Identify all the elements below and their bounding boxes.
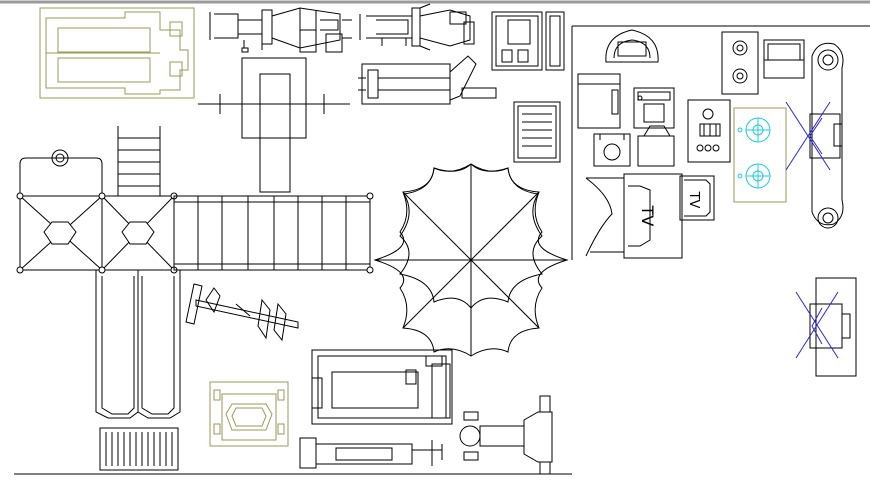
washing-machine <box>577 73 621 129</box>
patio-umbrella <box>373 163 569 357</box>
small-cabinet <box>637 125 675 167</box>
oven-unit <box>633 87 675 129</box>
rowing-machine <box>459 395 553 475</box>
stair-ladder <box>117 126 161 196</box>
tv-small-label: TV <box>686 191 701 209</box>
bench-press-machine <box>311 349 453 425</box>
treadmill-vertical <box>198 57 350 193</box>
cabinet-box-2 <box>545 11 565 71</box>
olive-bed-block <box>39 7 195 99</box>
leg-press-machine <box>299 437 443 469</box>
bridge-walkway <box>173 192 374 274</box>
rocking-horse <box>185 283 299 342</box>
play-platforms <box>16 192 178 274</box>
exercise-machine-top-1 <box>209 7 352 53</box>
sink-unit <box>763 39 805 79</box>
drain-grate <box>99 427 179 471</box>
bell-top <box>19 149 103 196</box>
olive-armchair <box>209 381 289 447</box>
wc-toilet <box>605 29 659 63</box>
tv-large-label: TV <box>638 205 657 227</box>
exercise-machine-top-2 <box>359 3 475 51</box>
cabinet-box-1 <box>491 11 543 71</box>
speaker-box-right <box>795 277 857 377</box>
small-washbasin <box>593 133 631 167</box>
stove-two-burner <box>721 31 759 95</box>
tv-console-large: TV <box>585 173 683 259</box>
tv-console-small: TV <box>679 175 715 221</box>
cyan-hob <box>733 107 787 203</box>
exercise-machine-horizontal <box>358 55 497 105</box>
slides <box>95 270 181 419</box>
vent-box <box>513 101 561 163</box>
swing-frame-right <box>785 42 844 229</box>
cooktop-four <box>687 99 731 163</box>
